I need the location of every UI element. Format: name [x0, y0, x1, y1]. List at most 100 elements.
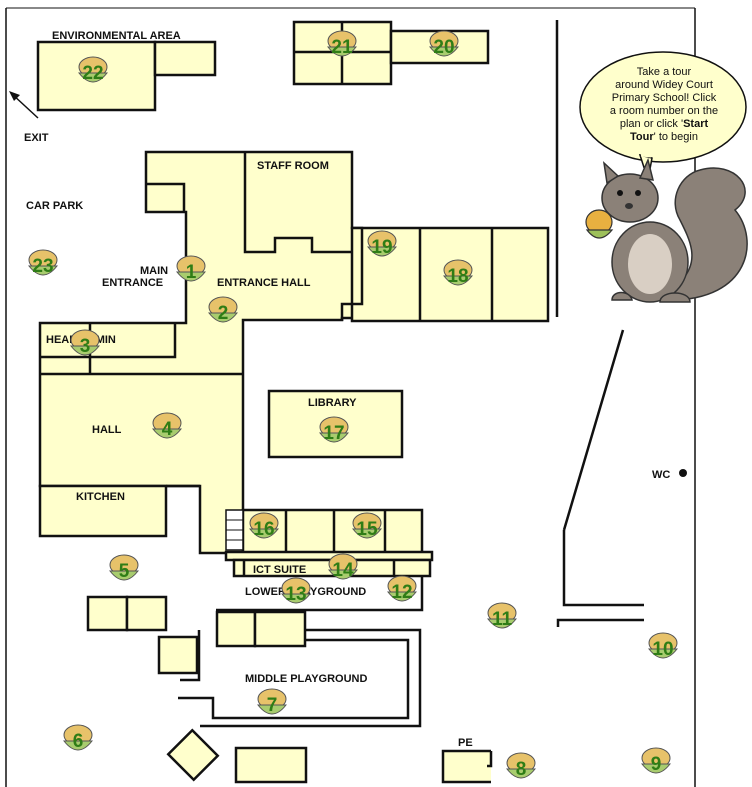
bubble-line-6: Tour' to begin — [630, 131, 698, 143]
room-marker-22[interactable]: 22 — [77, 56, 109, 84]
room-marker-number: 21 — [331, 37, 353, 58]
acorn-body-icon — [442, 275, 474, 286]
main-entrance-label-2: ENTRANCE — [102, 277, 163, 289]
room-marker-number: 4 — [162, 419, 173, 440]
start-tour-link[interactable]: Start — [683, 118, 708, 130]
room-marker-6[interactable]: 6 — [62, 724, 94, 752]
room-marker-number: 7 — [267, 695, 278, 716]
acorn-body-icon — [386, 591, 418, 602]
room-marker-12[interactable]: 12 — [386, 575, 418, 603]
tour-speech-bubble: Take a tour around Widey Court Primary S… — [579, 51, 747, 181]
library-label: LIBRARY — [308, 397, 357, 409]
room-marker-number: 15 — [356, 519, 378, 540]
room-marker-3[interactable]: 3 — [69, 329, 101, 357]
room-marker-9[interactable]: 9 — [640, 747, 672, 775]
room-7-a[interactable] — [215, 610, 257, 648]
acorn-body-icon — [505, 768, 537, 779]
acorn-body-icon — [207, 312, 239, 323]
room-marker-19[interactable]: 19 — [366, 230, 398, 258]
room-marker-number: 16 — [253, 519, 274, 540]
acorn-body-icon — [248, 528, 280, 539]
entrance-hall-label: ENTRANCE HALL — [217, 277, 311, 289]
main-entrance-label-1: MAIN — [140, 265, 168, 277]
room-marker-number: 20 — [433, 37, 454, 58]
room-marker-number: 3 — [80, 336, 91, 357]
room-marker-number: 6 — [73, 731, 84, 752]
ict-suite-label: ICT SUITE — [253, 564, 306, 576]
exit-arrow-icon — [9, 91, 39, 119]
pe-label: PE — [458, 737, 473, 749]
room-marker-number: 8 — [516, 759, 527, 780]
room-marker-10[interactable]: 10 — [647, 632, 679, 660]
room-marker-number: 14 — [332, 560, 354, 581]
room-marker-14[interactable]: 14 — [327, 553, 359, 581]
environmental-area-annex[interactable] — [153, 40, 217, 77]
acorn-body-icon — [77, 72, 109, 83]
bubble-line-5: plan or click 'Start — [620, 118, 709, 130]
room-marker-1[interactable]: 1 — [175, 255, 207, 283]
room-bottom[interactable] — [234, 746, 308, 784]
room-marker-number: 5 — [119, 561, 130, 582]
room-5-b[interactable] — [125, 595, 168, 632]
room-7-b[interactable] — [253, 610, 307, 648]
acorn-body-icon — [108, 570, 140, 581]
room-marker-number: 17 — [323, 423, 344, 444]
room-marker-number: 18 — [447, 266, 468, 287]
staff-room-label: STAFF ROOM — [257, 160, 329, 172]
wc-label: WC — [652, 469, 670, 481]
room-marker-number: 1 — [186, 262, 197, 283]
acorn-body-icon — [318, 432, 350, 443]
pe-room[interactable] — [441, 749, 491, 784]
acorn-body-icon — [175, 271, 207, 282]
room-marker-2[interactable]: 2 — [207, 296, 239, 324]
room-marker-number: 9 — [651, 754, 662, 775]
acorn-body-icon — [62, 740, 94, 751]
stairs — [225, 509, 244, 551]
acorn-body-icon — [256, 704, 288, 715]
environmental-area-label: ENVIRONMENTAL AREA — [52, 30, 181, 42]
middle-playground-label: MIDDLE PLAYGROUND — [245, 673, 367, 685]
room-marker-4[interactable]: 4 — [151, 412, 183, 440]
room-marker-number: 10 — [652, 639, 673, 660]
room-marker-7[interactable]: 7 — [256, 688, 288, 716]
room-marker-17[interactable]: 17 — [318, 416, 350, 444]
room-marker-21[interactable]: 21 — [326, 30, 358, 58]
room-marker-13[interactable]: 13 — [280, 577, 312, 605]
car-park-label: CAR PARK — [26, 200, 83, 212]
squirrel-mascot-icon — [585, 157, 748, 303]
room-marker-23[interactable]: 23 — [27, 249, 59, 277]
bubble-line-2: around Widey Court — [615, 79, 713, 91]
acorn-body-icon — [366, 246, 398, 257]
room-marker-number: 22 — [82, 63, 103, 84]
bubble-line-1: Take a tour — [637, 66, 692, 78]
acorn-body-icon — [280, 593, 312, 604]
acorn-body-icon — [326, 46, 358, 57]
acorn-body-icon — [351, 528, 383, 539]
room-marker-18[interactable]: 18 — [442, 259, 474, 287]
acorn-body-icon — [647, 648, 679, 659]
acorn-body-icon — [69, 345, 101, 356]
room-small[interactable] — [157, 635, 199, 675]
acorn-body-icon — [327, 569, 359, 580]
kitchen-label: KITCHEN — [76, 491, 125, 503]
room-marker-number: 19 — [371, 237, 392, 258]
diamond-room[interactable] — [166, 728, 220, 782]
kitchen-room[interactable] — [38, 484, 168, 538]
room-marker-5[interactable]: 5 — [108, 554, 140, 582]
acorn-body-icon — [486, 618, 518, 629]
room-marker-20[interactable]: 20 — [428, 30, 460, 58]
acorn-body-icon — [151, 428, 183, 439]
room-marker-8[interactable]: 8 — [505, 752, 537, 780]
bubble-line-3: Primary School! Click — [612, 92, 717, 104]
tour-link[interactable]: Tour — [630, 131, 654, 143]
room-marker-15[interactable]: 15 — [351, 512, 383, 540]
room-marker-number: 13 — [285, 584, 306, 605]
room-marker-number: 12 — [391, 582, 412, 603]
room-marker-16[interactable]: 16 — [248, 512, 280, 540]
room-marker-11[interactable]: 11 — [486, 602, 518, 630]
hall-label: HALL — [92, 424, 122, 436]
wc-marker-icon — [679, 469, 687, 477]
room-5-a[interactable] — [86, 595, 129, 632]
